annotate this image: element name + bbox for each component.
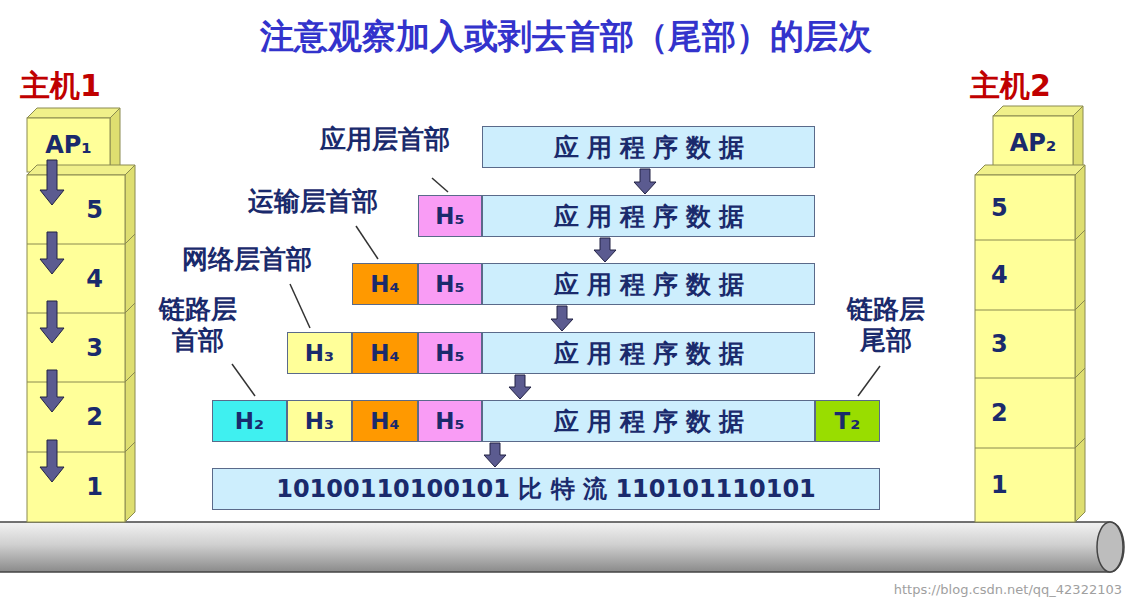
layer-label: 3 bbox=[991, 330, 1008, 358]
field-label: H₅ bbox=[435, 271, 464, 297]
link-trailer-box: T₂ bbox=[815, 400, 880, 442]
protocol-layer-box: 5 bbox=[975, 175, 1075, 240]
field-label: T₂ bbox=[835, 408, 861, 434]
layer-label: 4 bbox=[991, 261, 1008, 289]
callout-label: 应用层首部 bbox=[300, 124, 470, 155]
protocol-layer-box: 4 bbox=[27, 244, 125, 313]
protocol-layer-box: 1 bbox=[975, 448, 1075, 522]
protocol-layer-box: 3 bbox=[975, 310, 1075, 378]
flow-arrow bbox=[40, 232, 64, 274]
application-data-box: 应用程序数据 bbox=[482, 126, 815, 168]
field-label: H₄ bbox=[370, 271, 399, 297]
protocol-layer-box: 4 bbox=[975, 240, 1075, 310]
host-label: 主机2 bbox=[970, 68, 1080, 104]
callout-label: 链路层首部 bbox=[150, 294, 245, 356]
callout-label: 运输层首部 bbox=[228, 186, 398, 217]
protocol-layer-box: 3 bbox=[27, 313, 125, 382]
field-label: 应用程序数据 bbox=[554, 200, 752, 233]
field-label: H₂ bbox=[235, 408, 264, 434]
flow-arrow bbox=[509, 375, 531, 399]
field-label: H₅ bbox=[435, 340, 464, 366]
layer-label: 4 bbox=[86, 265, 103, 293]
layer-label: AP₂ bbox=[1010, 129, 1057, 157]
flow-arrow bbox=[551, 306, 573, 331]
flow-arrow bbox=[594, 238, 616, 262]
field-label: H₃ bbox=[305, 340, 334, 366]
layer-label: 1 bbox=[86, 473, 103, 501]
diagram-title: 注意观察加入或剥去首部（尾部）的层次 bbox=[0, 14, 1131, 60]
pipe-end bbox=[1097, 522, 1123, 572]
layer-label: 5 bbox=[991, 194, 1008, 222]
link-header-box: H₃ bbox=[287, 400, 352, 442]
flow-arrow bbox=[484, 443, 506, 467]
field-label: 应用程序数据 bbox=[554, 405, 752, 438]
protocol-layer-box: 2 bbox=[27, 382, 125, 452]
callout-label: 网络层首部 bbox=[162, 244, 332, 275]
application-process-box: AP₂ bbox=[993, 116, 1073, 170]
network-header-box: H₄ bbox=[352, 400, 418, 442]
application-process-box: AP₁ bbox=[27, 118, 110, 172]
flow-arrow bbox=[40, 440, 64, 482]
flow-arrow bbox=[40, 370, 64, 412]
application-data-box: 应用程序数据 bbox=[482, 195, 815, 237]
network-header-box: H₄ bbox=[352, 332, 418, 374]
field-label: 应用程序数据 bbox=[554, 131, 752, 164]
layer-label: 2 bbox=[991, 399, 1008, 427]
field-label: H₃ bbox=[305, 408, 334, 434]
transport-header-box: H₅ bbox=[418, 400, 482, 442]
transport-header-box: H₅ bbox=[418, 195, 482, 237]
field-label: 应用程序数据 bbox=[554, 337, 752, 370]
link-header-box: H₃ bbox=[287, 332, 352, 374]
layer-label: 2 bbox=[86, 403, 103, 431]
layer-label: 3 bbox=[86, 334, 103, 362]
host-stack-right bbox=[975, 106, 1085, 522]
callout-label: 链路层尾部 bbox=[838, 294, 933, 356]
protocol-layer-box: 1 bbox=[27, 452, 125, 522]
transport-header-box: H₅ bbox=[418, 263, 482, 305]
field-label: 10100110100101 比 特 流 110101110101 bbox=[276, 473, 816, 505]
host-label: 主机1 bbox=[20, 68, 130, 104]
protocol-layer-box: 5 bbox=[27, 175, 125, 244]
flow-arrow bbox=[40, 301, 64, 343]
application-data-box: 应用程序数据 bbox=[482, 263, 815, 305]
application-data-box: 应用程序数据 bbox=[482, 332, 815, 374]
field-label: H₄ bbox=[370, 340, 399, 366]
layer-label: 5 bbox=[86, 196, 103, 224]
host-stack-left bbox=[27, 108, 135, 522]
network-header-box: H₄ bbox=[352, 263, 418, 305]
application-data-box: 应用程序数据 bbox=[482, 400, 815, 442]
flow-arrow bbox=[40, 160, 64, 205]
field-label: H₄ bbox=[370, 408, 399, 434]
physical-header-box: H₂ bbox=[212, 400, 287, 442]
watermark: https://blog.csdn.net/qq_42322103 bbox=[860, 582, 1122, 598]
flow-arrow bbox=[634, 169, 656, 194]
transport-header-box: H₅ bbox=[418, 332, 482, 374]
field-label: 应用程序数据 bbox=[554, 268, 752, 301]
network-pipe bbox=[0, 522, 1124, 572]
protocol-layer-box: 2 bbox=[975, 378, 1075, 448]
layer-label: 1 bbox=[991, 471, 1008, 499]
field-label: H₅ bbox=[435, 203, 464, 229]
layer-label: AP₁ bbox=[45, 131, 92, 159]
bitstream-box: 10100110100101 比 特 流 110101110101 bbox=[212, 468, 880, 510]
field-label: H₅ bbox=[435, 408, 464, 434]
